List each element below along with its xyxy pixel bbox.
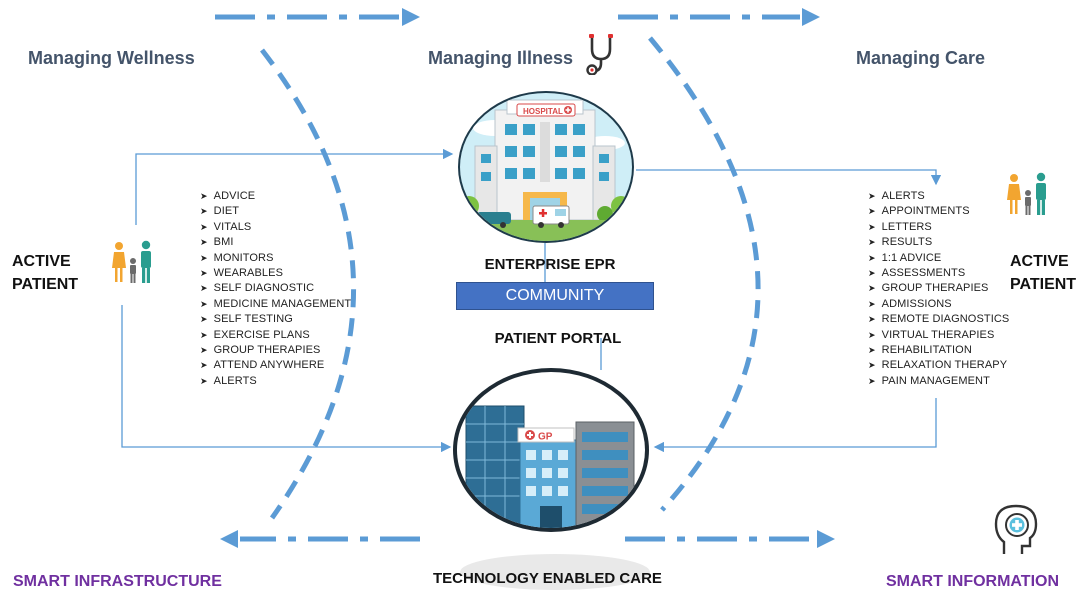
patient-portal-label: PATIENT PORTAL [494, 330, 622, 347]
smart-information-label: SMART INFORMATION [886, 573, 1060, 590]
list-item: MEDICINE MANAGEMENT [200, 297, 351, 312]
list-item: GROUP THERAPIES [200, 343, 351, 358]
managing-care-title: Managing Care [856, 48, 986, 68]
list-item: SELF DIAGNOSTIC [200, 281, 351, 296]
list-item: DIET [200, 204, 351, 219]
list-item: BMI [200, 235, 351, 250]
right-active-patient-label: ACTIVE PATIENT [1010, 250, 1076, 296]
smart-infrastructure-label: SMART INFRASTRUCTURE [13, 573, 222, 590]
gp-sign-text: GP [538, 432, 553, 443]
hospital-sign-text: HOSPITAL [523, 107, 563, 116]
list-item: MONITORS [200, 251, 351, 266]
hospital-building-icon: HOSPITAL [458, 91, 634, 243]
top-left-dash-arrow [215, 8, 420, 26]
right-active-patient-line2: PATIENT [1010, 276, 1077, 293]
gp-building-icon: GP [453, 368, 649, 532]
list-item: LETTERS [868, 220, 1009, 235]
list-item: RELAXATION THERAPY [868, 358, 1009, 373]
stethoscope-icon [586, 34, 613, 75]
list-item: ALERTS [868, 189, 1009, 204]
bottom-right-dash-arrow [625, 530, 835, 548]
bottom-left-dash-arrow [220, 530, 420, 548]
list-item: GROUP THERAPIES [868, 281, 1009, 296]
connector-right-to-gp [653, 398, 937, 453]
left-active-patient-line2: PATIENT [12, 276, 79, 293]
managing-illness-title: Managing Illness [428, 48, 574, 68]
list-item: SELF TESTING [200, 312, 351, 327]
list-item: REMOTE DIAGNOSTICS [868, 312, 1010, 327]
list-item: VITALS [200, 220, 351, 235]
list-item: VIRTUAL THERAPIES [868, 328, 1009, 343]
community-banner: COMMUNITY [456, 282, 654, 310]
wellness-services-list: ADVICEDIETVITALSBMIMONITORSWEARABLESSELF… [200, 189, 351, 389]
list-item: PAIN MANAGEMENT [868, 374, 1009, 389]
footer-shadow [460, 554, 650, 590]
list-item: ASSESSMENTS [868, 266, 1009, 281]
family-icon [112, 240, 151, 283]
right-dashed-arc [648, 36, 761, 512]
list-item: RESULTS [868, 235, 1009, 250]
list-item: APPOINTMENTS [868, 204, 1009, 219]
care-services-list: ALERTSAPPOINTMENTSLETTERSRESULTS1:1 ADVI… [868, 189, 1010, 389]
list-item: ATTEND ANYWHERE [200, 358, 351, 373]
list-item: REHABILITATION [868, 343, 1009, 358]
connector-hospital-to-right [636, 169, 942, 186]
list-item: 1:1 ADVICE [868, 251, 1009, 266]
technology-enabled-care-label: TECHNOLOGY ENABLED CARE [433, 570, 662, 587]
enterprise-epr-label: ENTERPRISE EPR [484, 256, 616, 273]
list-item: ADVICE [200, 189, 351, 204]
list-item: ALERTS [200, 374, 351, 389]
left-active-patient-label: ACTIVE PATIENT [12, 250, 78, 296]
list-item: WEARABLES [200, 266, 351, 281]
left-active-patient-line1: ACTIVE [12, 253, 71, 270]
family-icon-right [1007, 172, 1046, 215]
brain-medical-icon [994, 504, 1038, 554]
right-active-patient-line1: ACTIVE [1010, 253, 1069, 270]
list-item: EXERCISE PLANS [200, 328, 351, 343]
connector-left-to-gp [121, 305, 452, 453]
managing-wellness-title: Managing Wellness [28, 48, 195, 68]
connector-left-to-hospital [135, 148, 454, 225]
list-item: ADMISSIONS [868, 297, 1009, 312]
top-right-dash-arrow [618, 8, 820, 26]
